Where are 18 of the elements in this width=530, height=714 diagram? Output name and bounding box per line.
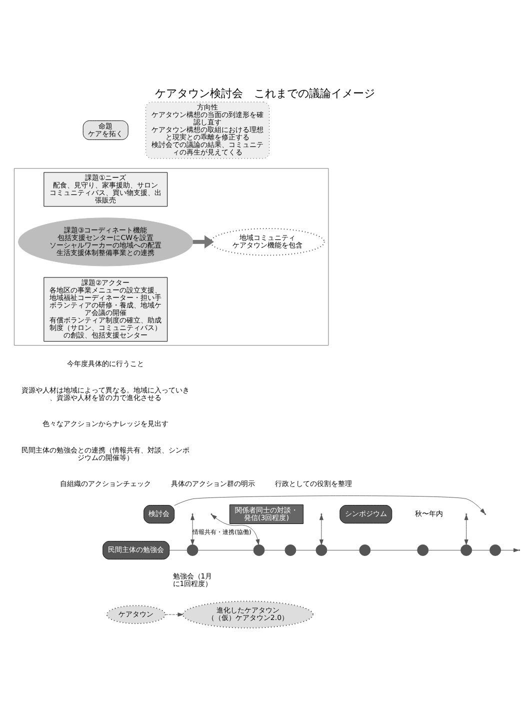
arrow (464, 514, 468, 545)
arrow (174, 496, 486, 514)
node-circle (253, 544, 265, 556)
arrow (211, 514, 260, 545)
arrow (500, 548, 519, 552)
node-circle (417, 544, 429, 556)
node-circle (490, 544, 502, 556)
node-circle (284, 544, 296, 556)
arrow (190, 514, 195, 545)
diagram-title: ケアタウン検討会 これまでの議論イメージ (155, 86, 375, 100)
node-circle (460, 544, 472, 556)
node-circle (316, 544, 328, 556)
arrow (165, 612, 184, 617)
arrow (192, 235, 214, 249)
arrow (319, 514, 324, 545)
cluster (14, 168, 329, 346)
node-circle (359, 544, 371, 556)
node-circle (186, 544, 198, 556)
